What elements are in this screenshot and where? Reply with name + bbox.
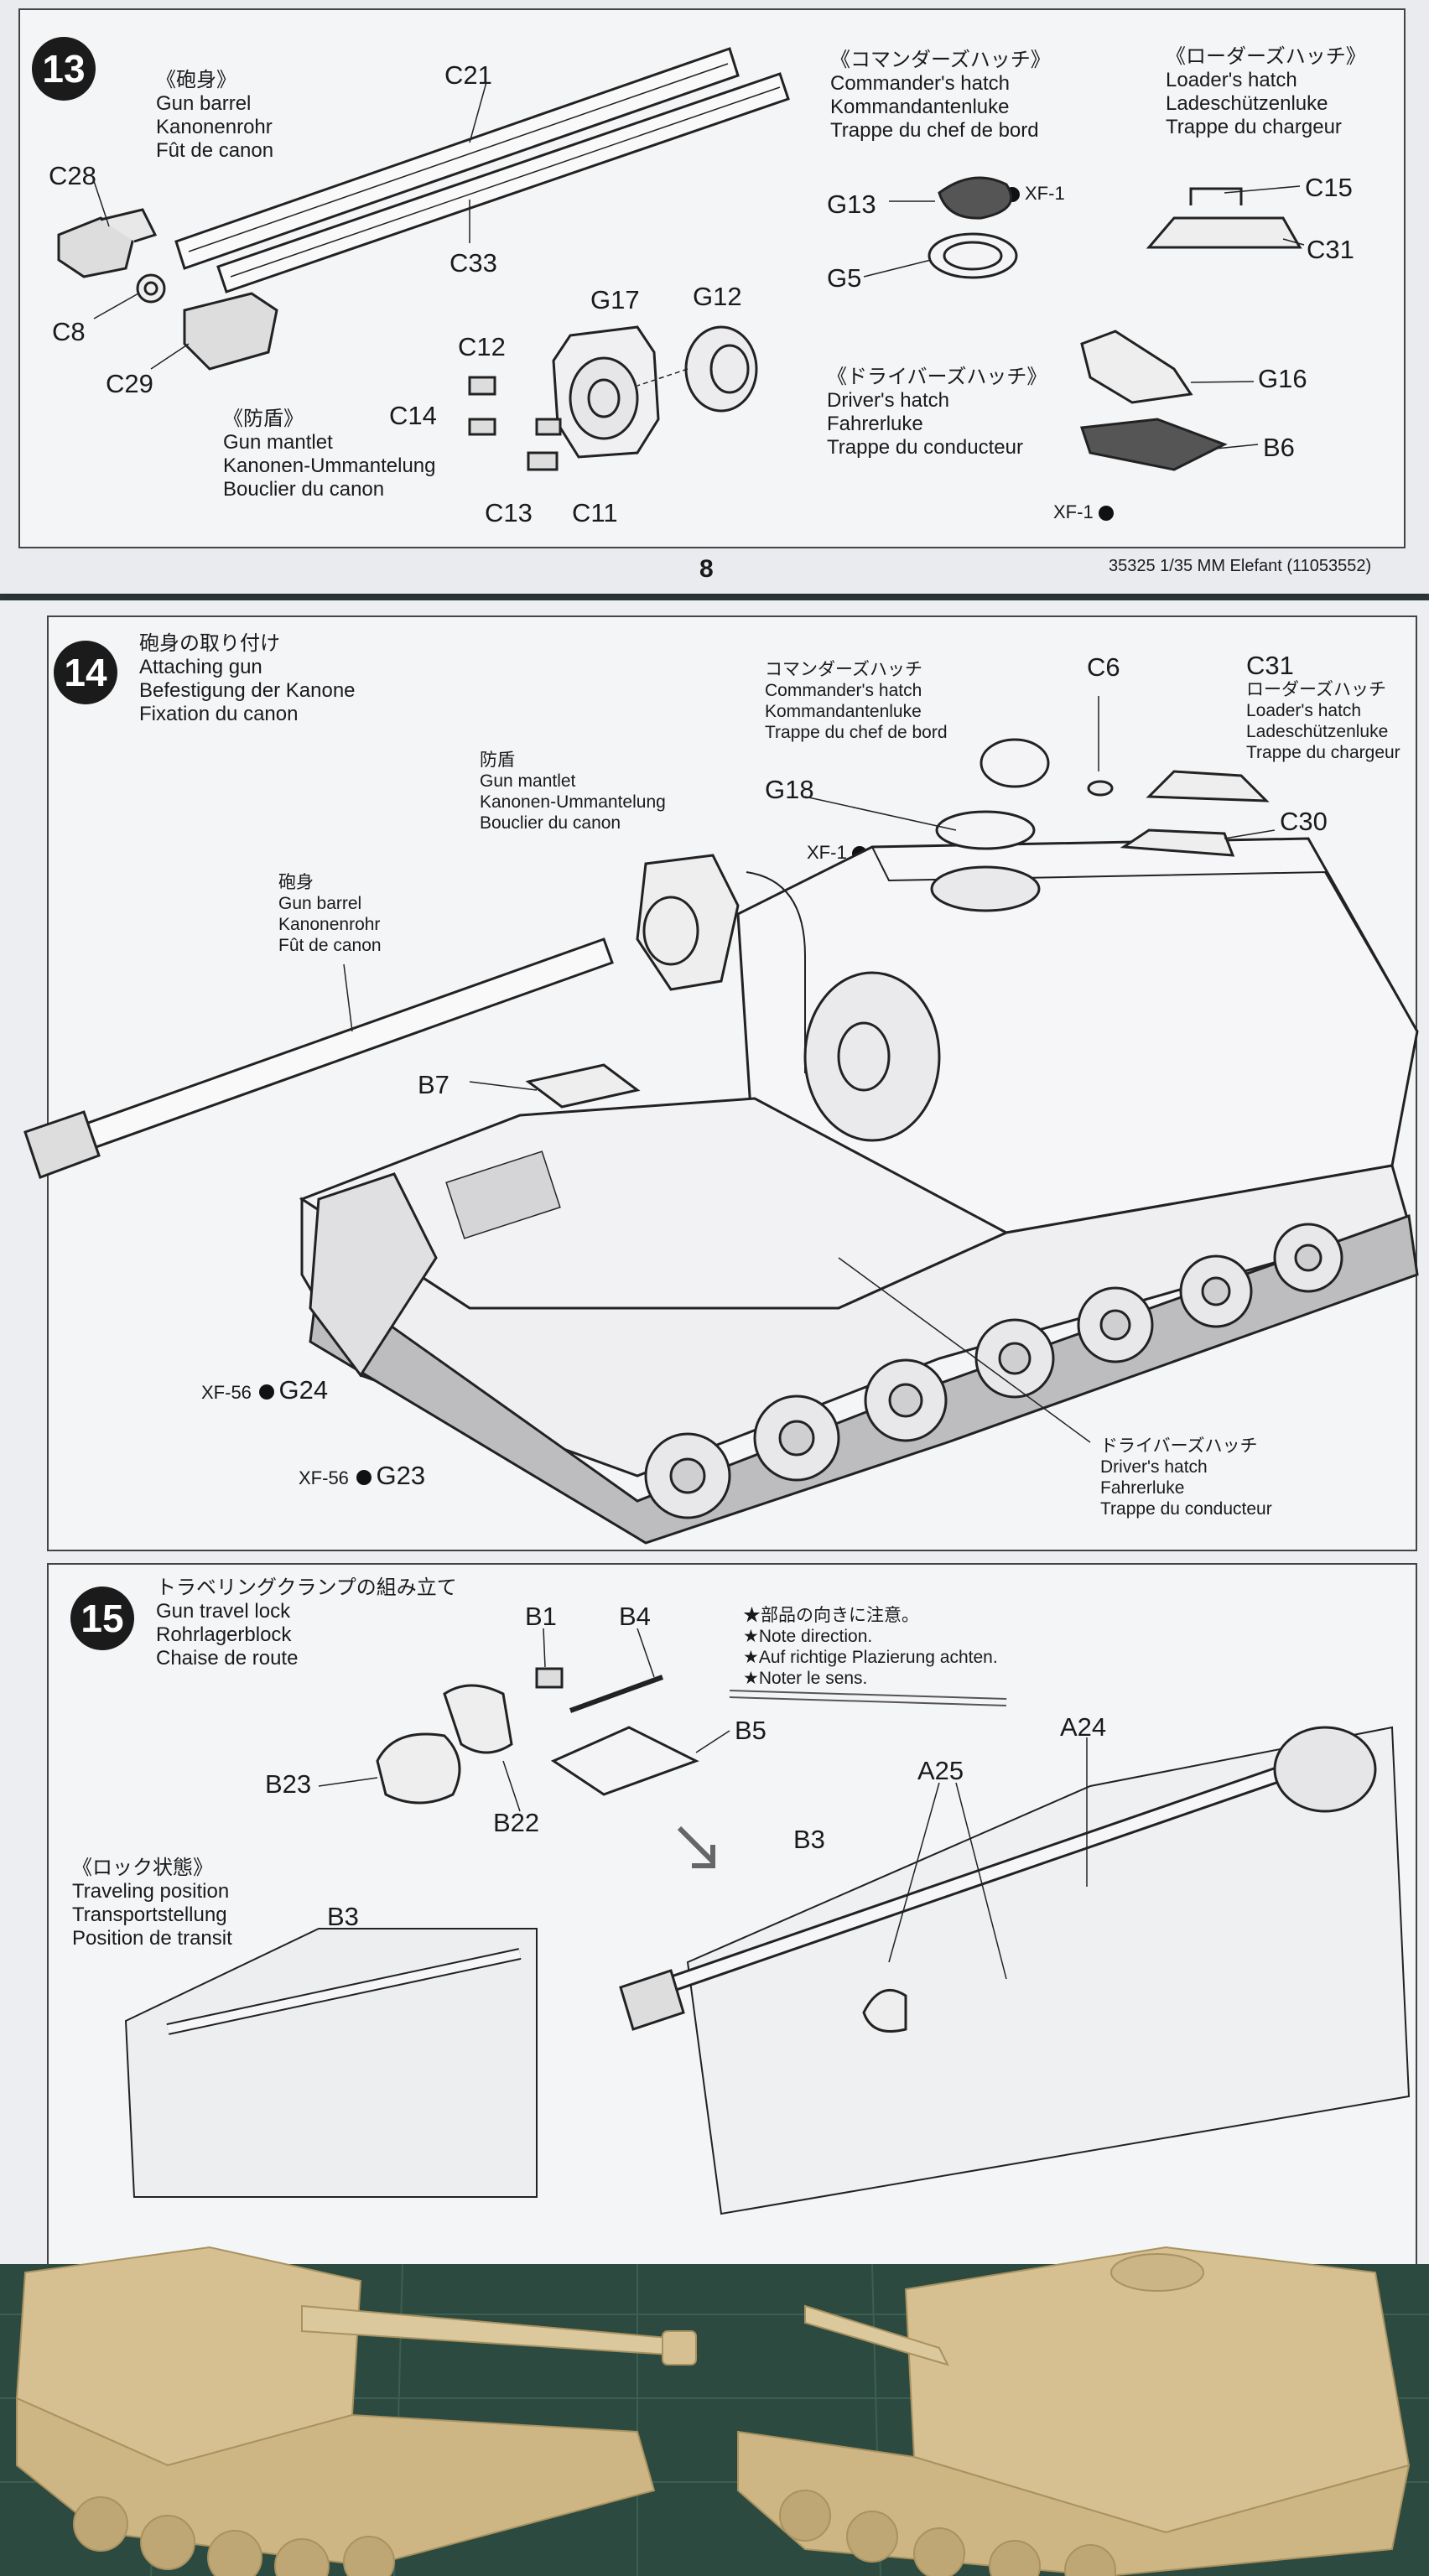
traveling-position-label: 《ロック状態》 Traveling position Transportstel… xyxy=(72,1857,232,1950)
part-g5: G5 xyxy=(827,263,862,293)
part-c14: C14 xyxy=(389,401,437,430)
part-b3-right: B3 xyxy=(793,1825,825,1854)
paint-drop-icon xyxy=(356,1469,372,1485)
part-c21: C21 xyxy=(444,60,492,90)
step14-gun-mantlet-label: 防盾 Gun mantlet Kanonen-Ummantelung Boucl… xyxy=(480,750,666,833)
part-b1: B1 xyxy=(525,1602,557,1631)
part-b6: B6 xyxy=(1263,433,1295,462)
step-14-title: 砲身の取り付け Attaching gun Befestigung der Ka… xyxy=(139,632,356,725)
part-c8: C8 xyxy=(52,317,86,346)
part-b23: B23 xyxy=(265,1769,312,1799)
step14-gun-barrel-label: 砲身 Gun barrel Kanonenrohr Fût de canon xyxy=(278,873,382,955)
part-b7: B7 xyxy=(418,1070,449,1099)
step14-driver-hatch-label: ドライバーズハッチ Driver's hatch Fahrerluke Trap… xyxy=(1100,1436,1272,1519)
instruction-sheet-top: 13 《砲身》 Gun barrel Kanonenrohr Fût de ca… xyxy=(0,0,1429,594)
kit-reference: 35325 1/35 MM Elefant (11053552) xyxy=(1109,557,1372,575)
part-c15: C15 xyxy=(1305,173,1353,202)
part-c11: C11 xyxy=(572,498,618,527)
gun-mantlet-label: 《防盾》 Gun mantlet Kanonen-Ummantelung Bou… xyxy=(223,408,436,501)
loader-hatch-label: 《ローダーズハッチ》 Loader's hatch Ladeschützenlu… xyxy=(1166,45,1366,138)
part-c13: C13 xyxy=(485,498,533,527)
part-c31-step14: C31 xyxy=(1246,651,1294,680)
step14-commander-hatch-label: コマンダーズハッチ Commander's hatch Kommandanten… xyxy=(765,660,948,742)
part-b22: B22 xyxy=(493,1808,540,1837)
model-left xyxy=(15,2246,698,2576)
commander-hatch-label: 《コマンダーズハッチ》 Commander's hatch Kommandant… xyxy=(830,49,1051,142)
part-g18: G18 xyxy=(765,775,814,804)
part-g17: G17 xyxy=(590,285,640,314)
part-a24: A24 xyxy=(1060,1712,1107,1742)
part-c12: C12 xyxy=(458,332,506,361)
part-c29: C29 xyxy=(106,369,153,398)
part-g24: XF-56 G24 xyxy=(201,1375,329,1405)
model-photo xyxy=(0,2246,1429,2576)
part-c30: C30 xyxy=(1280,807,1328,836)
step-14-badge: 14 xyxy=(54,641,117,704)
part-b4: B4 xyxy=(619,1602,651,1631)
part-g16: G16 xyxy=(1258,364,1307,393)
step-13-badge: 13 xyxy=(32,37,96,101)
part-c33: C33 xyxy=(449,248,497,278)
step-15-note: ★部品の向きに注意。 ★Note direction. ★Auf richtig… xyxy=(743,1606,998,1688)
step14-loader-hatch-label: ローダーズハッチ Loader's hatch Ladeschützenluke… xyxy=(1246,680,1400,762)
part-c6: C6 xyxy=(1087,652,1120,682)
paint-xf1-b6: XF-1 xyxy=(1053,501,1119,523)
part-b5: B5 xyxy=(735,1716,766,1745)
model-right xyxy=(737,2246,1411,2576)
part-c31-top: C31 xyxy=(1307,235,1354,264)
part-g23: XF-56 G23 xyxy=(299,1461,426,1490)
step-15-title: トラベリングクランプの組み立て Gun travel lock Rohrlage… xyxy=(156,1576,457,1670)
step-15-badge: 15 xyxy=(70,1587,134,1650)
step-13-illustration xyxy=(57,47,1305,471)
part-c28: C28 xyxy=(49,161,96,190)
driver-hatch-label: 《ドライバーズハッチ》 Driver's hatch Fahrerluke Tr… xyxy=(827,366,1047,459)
part-g12: G12 xyxy=(693,282,742,311)
paint-drop-icon xyxy=(258,1384,274,1400)
part-g13: G13 xyxy=(827,190,876,219)
part-b3-left: B3 xyxy=(327,1902,359,1931)
part-a25: A25 xyxy=(917,1756,964,1785)
page-number: 8 xyxy=(699,555,714,583)
gun-barrel-label: 《砲身》 Gun barrel Kanonenrohr Fût de canon xyxy=(156,69,274,162)
paint-drop-icon xyxy=(1098,506,1114,522)
